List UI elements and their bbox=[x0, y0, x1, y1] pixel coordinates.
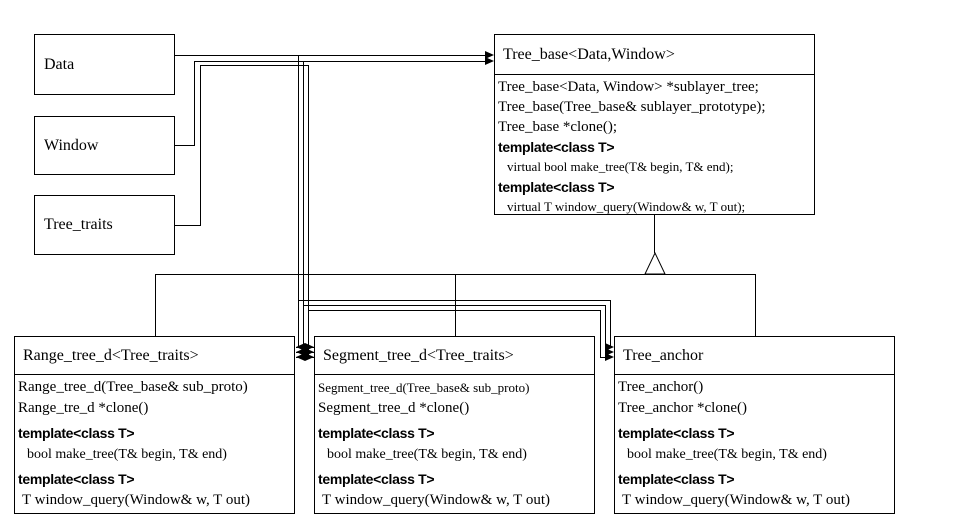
param-box-tree-traits: Tree_traits bbox=[34, 195, 175, 255]
member-line: Segment_tree_d *clone() bbox=[318, 400, 470, 416]
arrowhead-into-range-2 bbox=[296, 348, 305, 356]
member-line: template<class T> bbox=[618, 425, 735, 441]
inheritance-stem bbox=[654, 215, 655, 253]
member-line: virtual bool make_tree(T& begin, T& end)… bbox=[507, 159, 734, 174]
member-line: Range_tre_d *clone() bbox=[18, 400, 149, 416]
anchor-arrow-stub bbox=[600, 357, 608, 358]
arrowhead-into-segment-1 bbox=[305, 343, 314, 351]
connector-data-to-treebase bbox=[175, 55, 486, 56]
class-box-tree-base: Tree_base<Data,Window> Tree_base<Data, W… bbox=[494, 34, 815, 215]
branch-vertical-data bbox=[610, 300, 611, 348]
param-label-tree-traits: Tree_traits bbox=[44, 216, 113, 233]
inheritance-drop-segment bbox=[455, 274, 456, 336]
class-box-tree-anchor: Tree_anchor Tree_anchor() Tree_anchor *c… bbox=[614, 336, 895, 514]
member-line: T window_query(Window& w, T out) bbox=[622, 492, 850, 508]
member-line: Tree_anchor *clone() bbox=[618, 400, 747, 416]
inheritance-triangle-icon bbox=[644, 252, 666, 275]
member-line: template<class T> bbox=[318, 471, 435, 487]
member-line: template<class T> bbox=[498, 139, 615, 155]
param-label-data: Data bbox=[44, 55, 75, 73]
param-box-data: Data bbox=[34, 34, 175, 95]
connector-window-to-treebase bbox=[194, 61, 486, 62]
member-line: Tree_anchor() bbox=[618, 379, 704, 395]
class-members-segment-tree-d: Segment_tree_d(Tree_base& sub_proto) Seg… bbox=[315, 375, 594, 511]
member-line: T window_query(Window& w, T out) bbox=[22, 492, 250, 508]
class-members-range-tree-d: Range_tree_d(Tree_base& sub_proto) Range… bbox=[15, 375, 294, 511]
param-label-window: Window bbox=[44, 136, 99, 154]
inheritance-drop-range bbox=[155, 274, 156, 336]
arrowhead-into-anchor-3 bbox=[605, 353, 614, 361]
class-members-tree-base: Tree_base<Data, Window> *sublayer_tree; … bbox=[495, 75, 814, 217]
bundle-vertical-data bbox=[298, 55, 299, 348]
branch-horizontal-window bbox=[303, 305, 606, 306]
member-line: template<class T> bbox=[318, 425, 435, 441]
member-line: Tree_base<Data, Window> *sublayer_tree; bbox=[498, 79, 759, 95]
arrowhead-into-range-1 bbox=[296, 343, 305, 351]
class-box-range-tree-d: Range_tree_d<Tree_traits> Range_tree_d(T… bbox=[14, 336, 295, 514]
branch-vertical-window bbox=[605, 305, 606, 353]
arrowhead-window-into-treebase bbox=[485, 57, 494, 65]
class-title-range-tree-d: Range_tree_d<Tree_traits> bbox=[15, 337, 294, 375]
bundle-vertical-traits bbox=[308, 65, 309, 358]
class-box-segment-tree-d: Segment_tree_d<Tree_traits> Segment_tree… bbox=[314, 336, 595, 514]
connector-traits-stub bbox=[175, 225, 201, 226]
arrowhead-into-anchor-1 bbox=[605, 343, 614, 351]
member-line: template<class T> bbox=[618, 471, 735, 487]
member-line: T window_query(Window& w, T out) bbox=[322, 492, 550, 508]
class-title-segment-tree-d: Segment_tree_d<Tree_traits> bbox=[315, 337, 594, 375]
member-line: template<class T> bbox=[498, 179, 615, 195]
class-members-tree-anchor: Tree_anchor() Tree_anchor *clone() templ… bbox=[615, 375, 894, 511]
connector-window-riser bbox=[194, 61, 195, 146]
member-line: Tree_base(Tree_base& sublayer_prototype)… bbox=[498, 99, 766, 115]
member-line: Tree_base *clone(); bbox=[498, 119, 617, 135]
member-line: virtual T window_query(Window& w, T out)… bbox=[507, 199, 746, 214]
member-line: Range_tree_d(Tree_base& sub_proto) bbox=[18, 379, 248, 395]
member-line: Segment_tree_d(Tree_base& sub_proto) bbox=[318, 380, 530, 395]
connector-traits-riser bbox=[200, 65, 201, 226]
member-line: template<class T> bbox=[18, 471, 135, 487]
arrowhead-into-range-3 bbox=[296, 353, 305, 361]
member-line: bool make_tree(T& begin, T& end) bbox=[27, 447, 227, 462]
arrowhead-into-segment-3 bbox=[305, 353, 314, 361]
connector-traits-horizontal bbox=[200, 65, 309, 66]
class-title-tree-anchor: Tree_anchor bbox=[615, 337, 894, 375]
member-line: bool make_tree(T& begin, T& end) bbox=[327, 447, 527, 462]
inheritance-drop-anchor bbox=[755, 274, 756, 336]
param-box-window: Window bbox=[34, 116, 175, 175]
branch-horizontal-traits bbox=[308, 310, 601, 311]
bundle-vertical-window bbox=[303, 61, 304, 353]
class-title-tree-base: Tree_base<Data,Window> bbox=[495, 35, 814, 75]
connector-window-stub bbox=[175, 145, 195, 146]
branch-horizontal-data bbox=[298, 300, 611, 301]
member-line: template<class T> bbox=[18, 425, 135, 441]
arrowhead-into-anchor-2 bbox=[605, 348, 614, 356]
arrowhead-data-into-treebase bbox=[485, 51, 494, 59]
arrowhead-into-segment-2 bbox=[305, 348, 314, 356]
member-line: bool make_tree(T& begin, T& end) bbox=[627, 447, 827, 462]
branch-vertical-traits bbox=[600, 310, 601, 358]
